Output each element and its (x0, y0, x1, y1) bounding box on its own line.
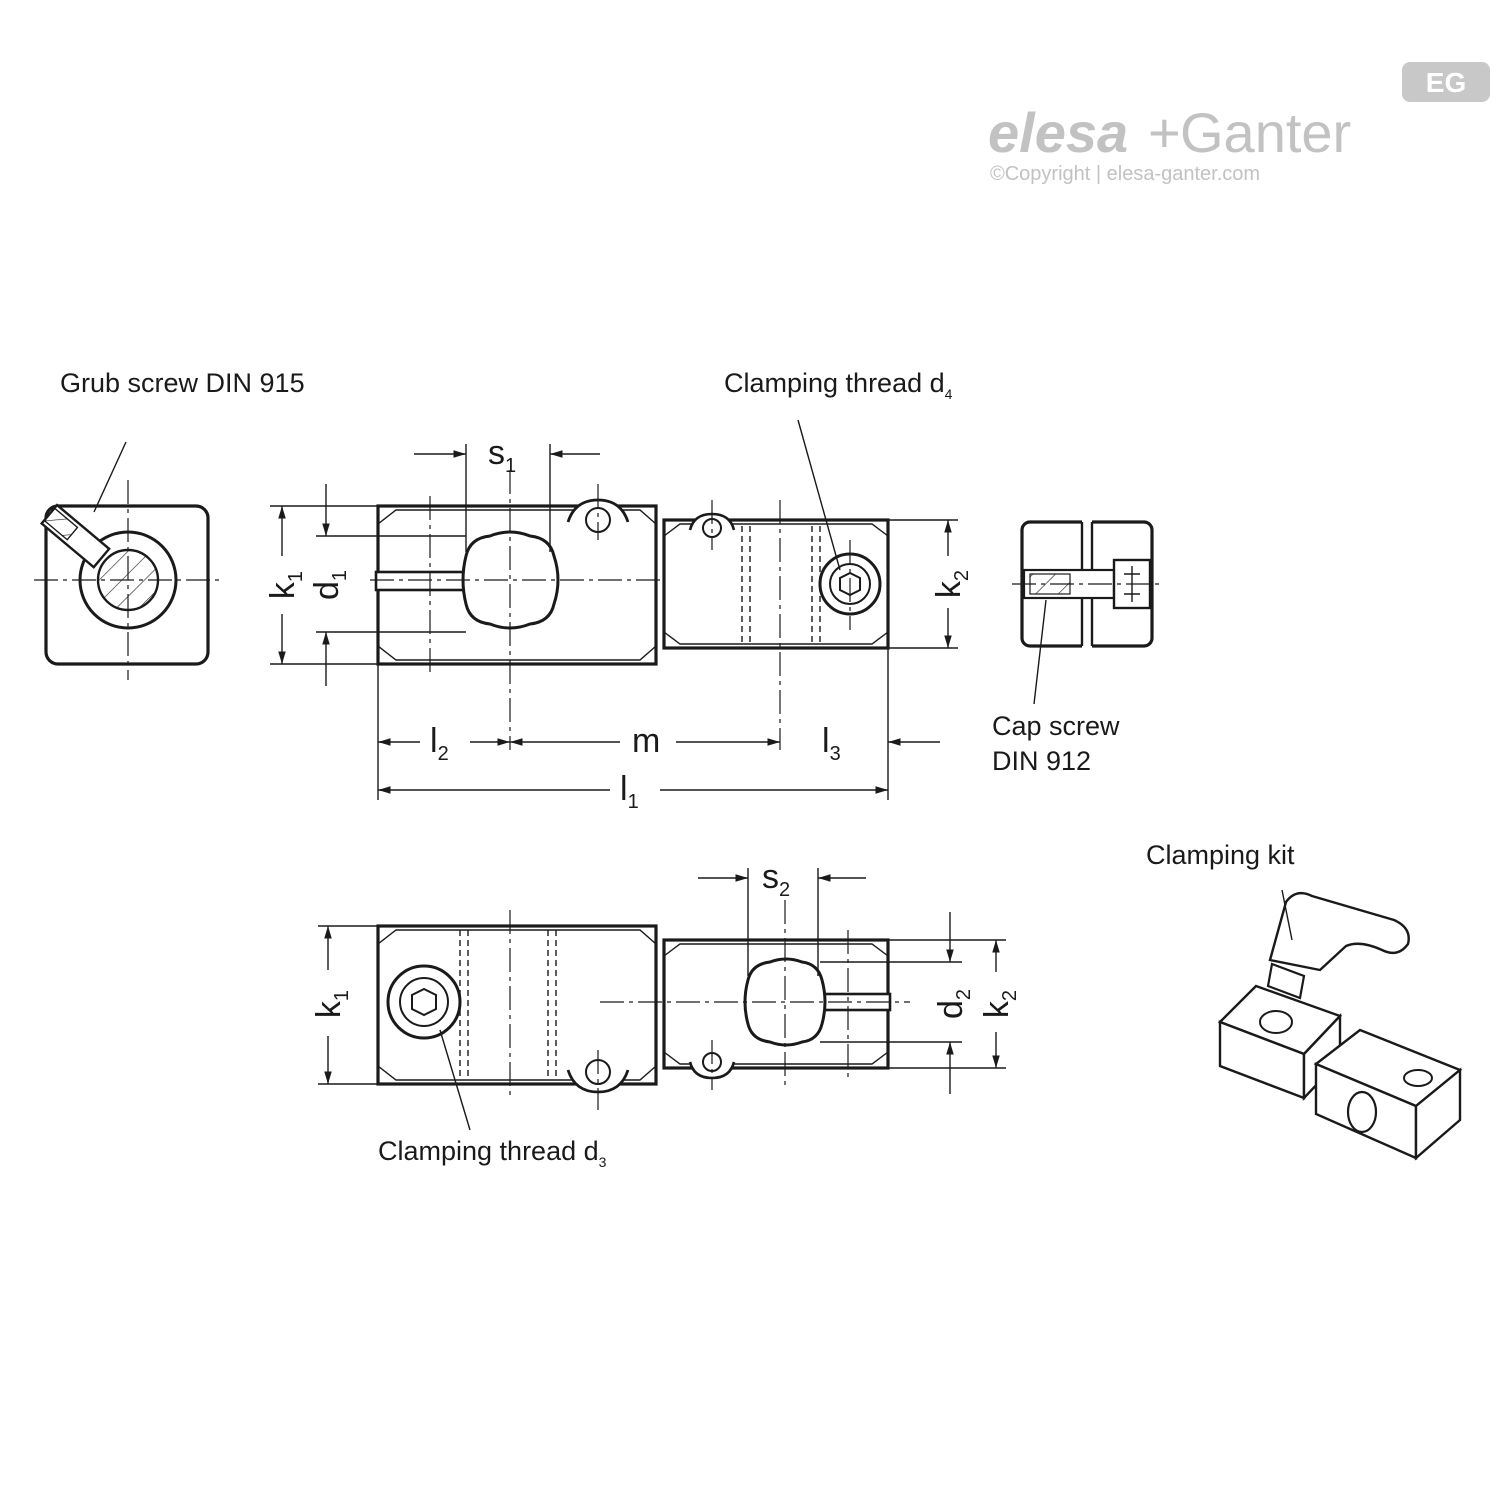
dim-k1-bottom: k1 (310, 990, 353, 1018)
brand-ganter: Ganter (1180, 101, 1351, 164)
eg-logo-text: EG (1426, 67, 1466, 98)
copyright-text: ©Copyright | elesa-ganter.com (990, 163, 1260, 185)
eg-logo-badge (1402, 62, 1490, 102)
label-clamping-thread-d3: Clamping thread d3 (378, 1136, 607, 1170)
dim-k2-top: k2 (930, 570, 973, 598)
clamping-kit-illustration (1217, 889, 1463, 1161)
side-section-view (34, 441, 222, 680)
bottom-main-view (318, 868, 1006, 1131)
dim-l2: l2 (430, 722, 449, 765)
dim-s2: s2 (762, 858, 790, 901)
brand-elesa: elesa (988, 101, 1128, 164)
dim-l1: l1 (620, 770, 639, 813)
label-clamping-kit: Clamping kit (1146, 840, 1295, 870)
dim-m: m (632, 722, 660, 760)
dim-l3: l3 (822, 722, 841, 765)
dim-d2: d2 (932, 989, 975, 1019)
end-section-view (1012, 520, 1164, 705)
label-cap-screw-line1: Cap screw (992, 711, 1120, 741)
dim-k1-top: k1 (264, 571, 307, 599)
label-grub-screw: Grub screw DIN 915 (60, 368, 305, 398)
dim-d1: d1 (308, 570, 351, 600)
brand-logo: EG elesa + Ganter ©Copyright | elesa-gan… (988, 62, 1490, 185)
brand-plus: + (1148, 101, 1181, 164)
label-cap-screw-line2: DIN 912 (992, 746, 1091, 776)
label-clamping-thread-d4: Clamping thread d4 (724, 368, 953, 402)
top-main-view (270, 419, 958, 800)
dim-s1: s1 (488, 434, 516, 477)
dim-k2-bottom: k2 (978, 990, 1021, 1018)
